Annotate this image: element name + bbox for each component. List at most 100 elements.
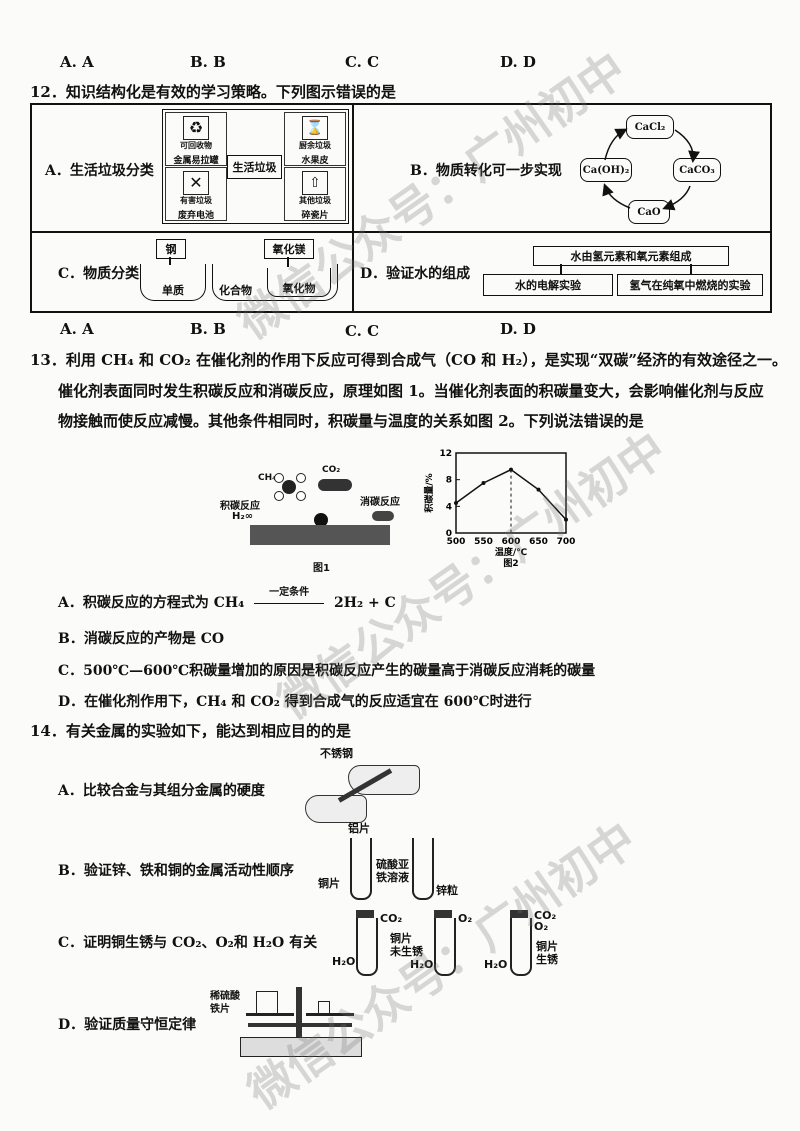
y-tick-label: 8	[446, 476, 452, 486]
h-atom	[296, 473, 306, 483]
bin-recycle: ♻ 可回收物 金属易拉罐	[165, 112, 227, 166]
c-nr-1: 未生锈	[390, 945, 423, 958]
h-atom	[274, 473, 284, 483]
q12-b-label: B．物质转化可一步实现	[410, 163, 562, 179]
hand-lower	[305, 795, 367, 823]
h2-label: H₂∞	[232, 511, 254, 522]
h-atom	[274, 491, 284, 501]
co-molecule	[372, 511, 394, 521]
q13-opt-a: A．积碳反应的方程式为 CH₄ 一定条件 2H₂ + C	[58, 587, 396, 611]
node-cao: CaO	[628, 200, 670, 224]
q12-opt-a: A. A	[60, 320, 94, 338]
hourglass-icon: ⌛	[302, 116, 328, 140]
class-compound: 化合物 氧化物	[212, 264, 338, 301]
q13-opt-b: B．消碳反应的产物是 CO	[58, 631, 225, 647]
b-feso4-label: 硫酸亚 铁溶液	[376, 858, 409, 884]
figure-1: CH₄ CO₂ 积碳反应 消碳反应 H₂∞ 图1	[220, 465, 400, 574]
data-point	[564, 517, 568, 522]
water-composition: 水由氢元素和氧元素组成	[533, 246, 729, 266]
c-cu-1: 铜片	[390, 932, 412, 945]
tag-steel: 钢	[156, 239, 186, 259]
q14-c-label: C．证明铜生锈与 CO₂、O₂和 H₂O 有关	[58, 935, 318, 951]
data-point	[536, 487, 541, 492]
y-tick-label: 12	[439, 449, 452, 459]
class-oxide: 氧化物	[267, 268, 331, 297]
chart-caption: 图2	[503, 558, 518, 569]
c-tube-3	[510, 918, 532, 976]
scale-pillar	[296, 987, 302, 1037]
bin-other: ⇧ 其他垃圾 碎瓷片	[284, 167, 346, 221]
q14-stem: 14．有关金属的实验如下，能达到相应目的的是	[30, 722, 351, 740]
scale-base	[240, 1037, 362, 1057]
d-reagent-label: 稀硫酸 铁片	[210, 991, 240, 1015]
x-tick-label: 550	[474, 537, 493, 547]
q13-stem-2: 催化剂表面同时发生积碳反应和消碳反应，原理如图 1。当催化剂表面的积碳量变大，会…	[58, 382, 764, 400]
h-atom	[296, 491, 306, 501]
q12-opt-b: B. B	[190, 320, 226, 338]
stopper-2	[434, 910, 452, 918]
bin-hazard: ✕ 有害垃圾 废弃电池	[165, 167, 227, 221]
b-zn-label: 锌粒	[436, 884, 458, 897]
data-point	[454, 501, 458, 505]
q12-d-label: D．验证水的组成	[360, 266, 471, 282]
x-axis-label: 温度/℃	[495, 546, 527, 558]
b-cu-label: 铜片	[318, 877, 340, 890]
q13-stem-1: 13．利用 CH₄ 和 CO₂ 在催化剂的作用下反应可得到合成气（CO 和 H₂…	[30, 351, 787, 369]
balance-scale	[240, 985, 362, 1065]
top-opt-b: B. B	[190, 53, 226, 71]
figure-2-chart: 0 4 8 12 500 550 600 650 700 积碳量/% 温度/℃图2	[423, 449, 576, 569]
test-tube-2	[412, 838, 434, 900]
tag-mgo-line	[287, 257, 289, 267]
q12-opt-c: C. C	[345, 322, 380, 340]
recycle-icon: ♻	[183, 116, 209, 140]
node-cacl2: CaCl₂	[626, 115, 674, 139]
q14-a-label: A．比较合金与其组分金属的硬度	[58, 783, 265, 799]
q12-opt-d: D. D	[500, 320, 536, 338]
y-tick-label: 0	[446, 529, 452, 539]
hardness-illustration: 不锈钢 铝片	[300, 745, 420, 835]
x-tick-label: 600	[502, 537, 521, 547]
c-rust: 铜片 生锈	[536, 940, 558, 966]
top-opt-c: C. C	[345, 53, 380, 71]
q12-table	[30, 103, 772, 313]
c-h2o-1: H₂O	[332, 955, 356, 968]
bin-kitchen: ⌛ 厨余垃圾 水果皮	[284, 112, 346, 166]
c-co2-1: CO₂	[380, 912, 403, 925]
trash-grid	[162, 109, 349, 224]
stopper-3	[510, 910, 528, 918]
c-o2: O₂	[458, 912, 473, 925]
carbon-atom	[282, 480, 296, 494]
c-tube-2	[434, 918, 456, 976]
tag-mgo: 氧化镁	[264, 239, 314, 259]
trash-center: 生活垃圾	[227, 155, 282, 179]
watermark-3: 微信公众号：广州初中	[237, 811, 646, 1120]
x-tick-label: 500	[447, 537, 466, 547]
class-element: 单质	[140, 264, 206, 301]
y-axis-label: 积碳量/%	[423, 473, 435, 512]
hazard-x-icon: ✕	[183, 171, 209, 195]
c-h2o-3: H₂O	[484, 958, 508, 971]
x-tick-label: 700	[557, 537, 576, 547]
q13-opt-c: C．500℃—600℃积碳量增加的原因是积碳反应产生的碳量高于消碳反应消耗的碳量	[58, 663, 596, 679]
y-tick-label: 4	[446, 502, 452, 512]
top-opt-a: A. A	[60, 53, 94, 71]
catalyst-surface	[250, 525, 390, 545]
q12-stem: 12．知识结构化是有效的学习策略。下列图示错误的是	[30, 83, 396, 101]
q14-d-label: D．验证质量守恒定律	[58, 1017, 197, 1033]
beaker	[256, 991, 278, 1015]
d-line-r	[690, 264, 692, 274]
electrolysis-box: 水的电解实验	[483, 274, 613, 296]
q12-hdivider	[30, 231, 770, 233]
q13-stem-3: 物接触而使反应减慢。其他条件相同时，积碳量与温度的关系如图 2。下列说法错误的是	[58, 412, 644, 430]
node-caoh2: Ca(OH)₂	[580, 158, 632, 182]
q13-opt-d: D．在催化剂作用下，CH₄ 和 CO₂ 得到合成气的反应适宜在 600℃时进行	[58, 694, 532, 710]
pan-right	[306, 1013, 354, 1016]
q12-vdivider	[352, 103, 354, 313]
house-arrow-icon: ⇧	[302, 171, 328, 195]
chart-frame	[455, 452, 567, 534]
x-tick-label: 650	[529, 537, 548, 547]
c-h2o-2: H₂O	[410, 958, 434, 971]
tag-steel-line	[169, 257, 171, 265]
test-tube-1	[350, 838, 372, 900]
